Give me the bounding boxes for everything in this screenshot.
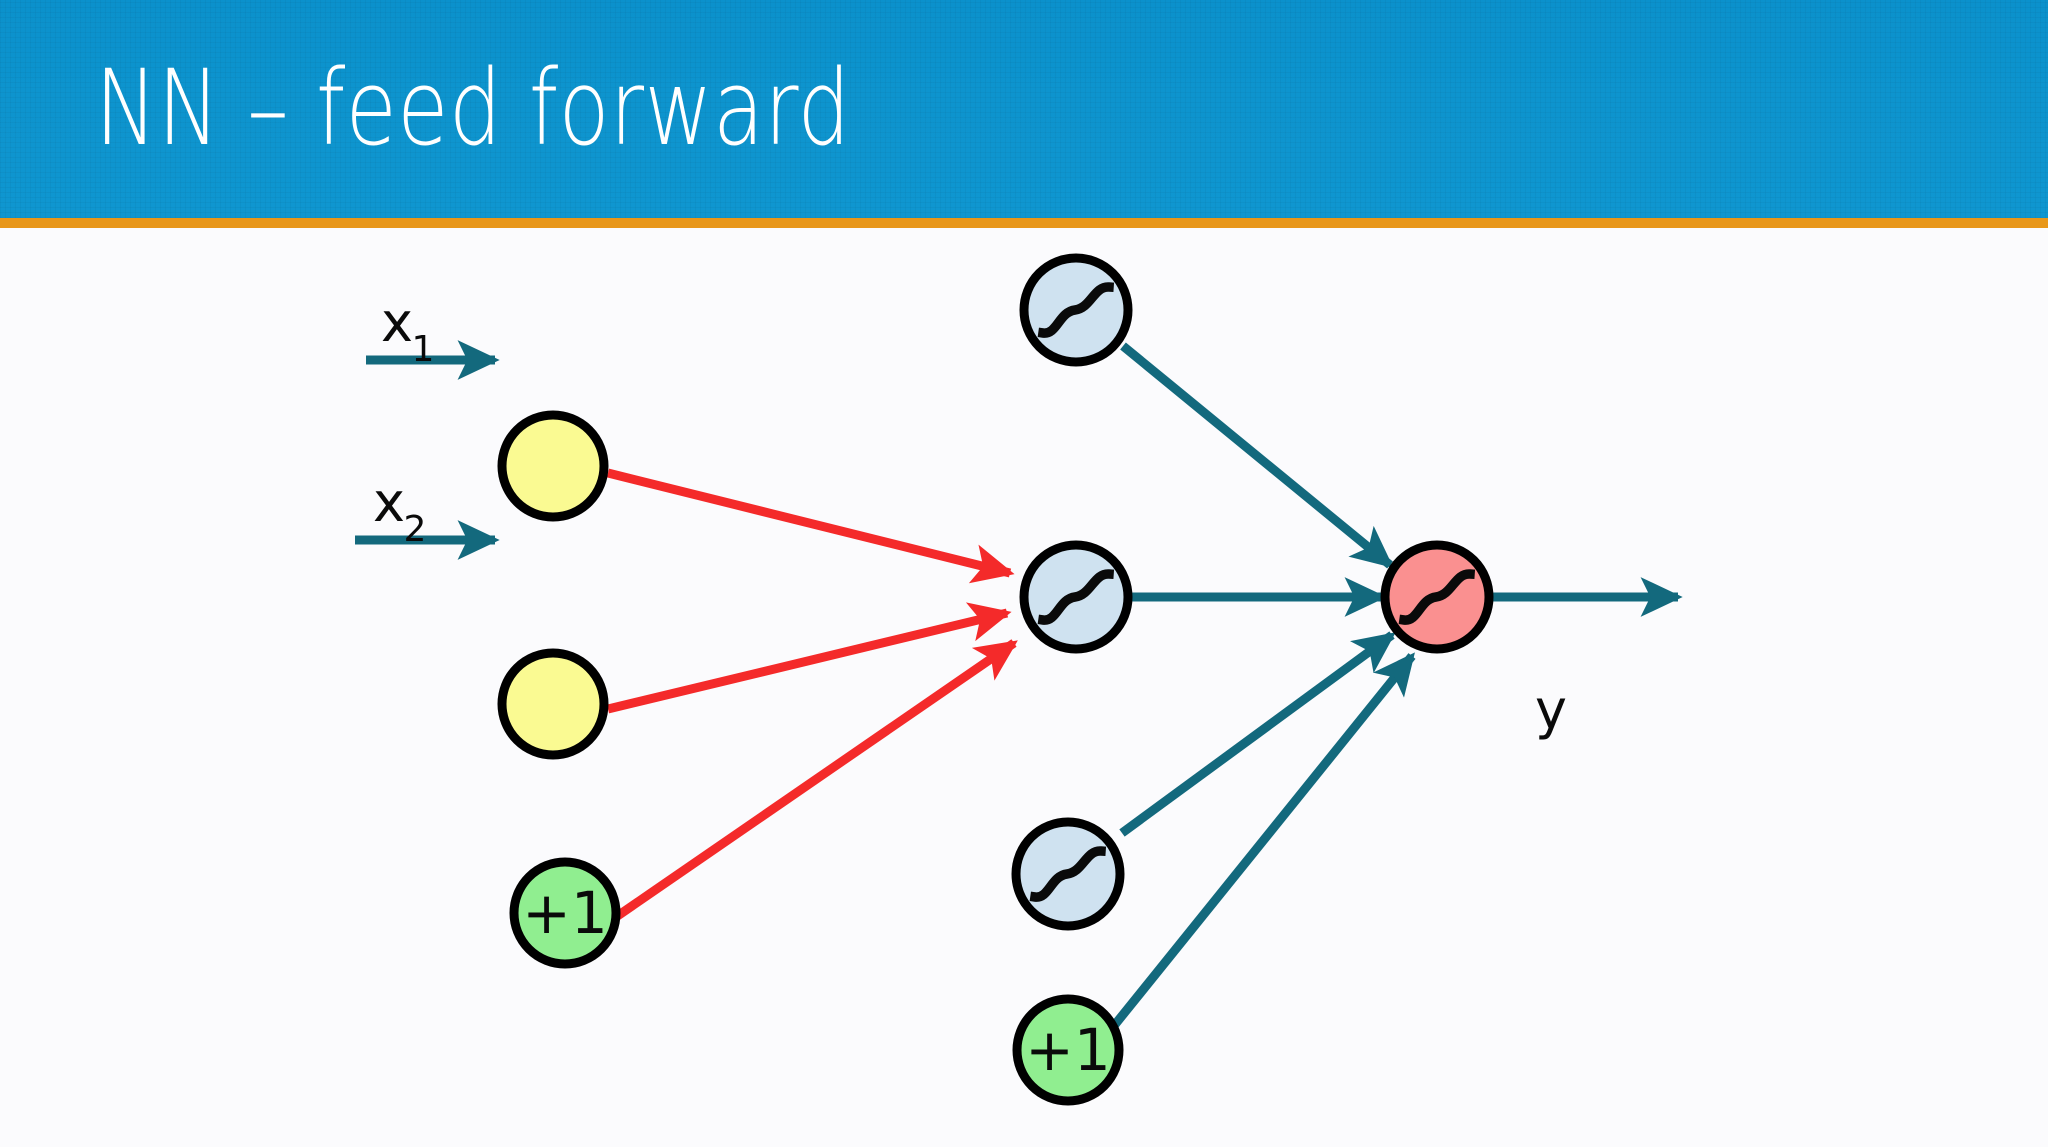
node-hidden-bottom[interactable]	[1011, 817, 1125, 931]
label-x1-base: x	[381, 291, 413, 354]
label-x2: x 2	[373, 471, 426, 550]
edge-in2-to-h2	[606, 602, 1012, 714]
label-x1-subscript: 1	[412, 329, 435, 370]
edge-bias1-to-h2	[613, 639, 1018, 921]
label-x1: x 1	[381, 291, 434, 370]
bias-input-label: +1	[522, 879, 608, 947]
node-output[interactable]	[1380, 540, 1494, 654]
edge-group	[1109, 342, 1416, 1030]
edge-bias2-to-out	[1109, 652, 1416, 1030]
network-diagram: +1 +1 x 1 x 2	[355, 253, 1683, 1106]
node-input-x1[interactable]	[497, 410, 609, 522]
title-accent-rule	[0, 218, 2048, 228]
edge-h3-to-out	[1119, 631, 1396, 837]
node-bias-hidden[interactable]: +1	[1012, 994, 1124, 1106]
bias-hidden-label: +1	[1025, 1016, 1111, 1084]
edge-in1-to-h2	[606, 468, 1015, 584]
label-x2-base: x	[373, 471, 405, 534]
page-title: NN – feed forward	[95, 47, 851, 169]
edge-h1-to-out	[1120, 342, 1394, 569]
title-bar	[0, 0, 2048, 218]
label-output-y: y	[1535, 678, 1567, 741]
node-hidden-top[interactable]	[1019, 253, 1133, 367]
highlighted-edge-group	[606, 468, 1018, 921]
node-input-x2[interactable]	[497, 648, 609, 760]
label-x2-subscript: 2	[404, 509, 427, 550]
input-arrow-group	[355, 340, 500, 560]
node-bias-input[interactable]: +1	[509, 857, 621, 969]
node-hidden-middle[interactable]	[1019, 540, 1133, 654]
